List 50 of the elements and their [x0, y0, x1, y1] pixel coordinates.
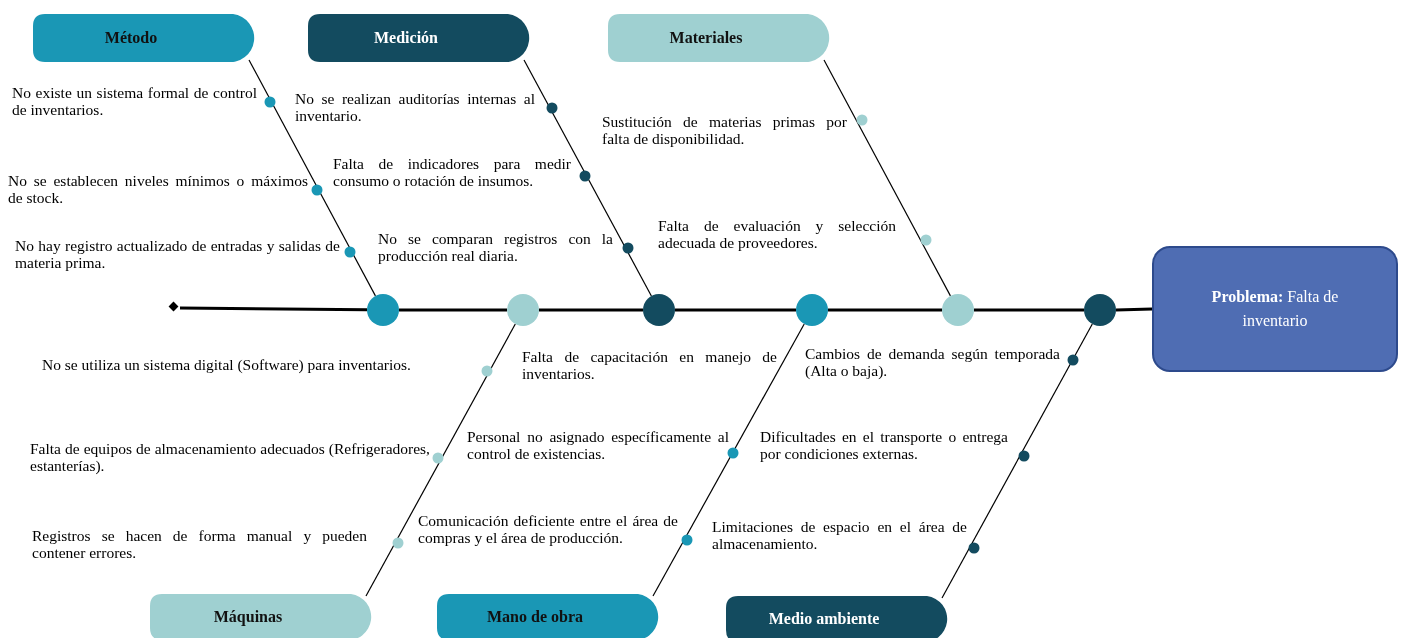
- cause-text: No hay registro actualizado de entradas y salidas de materia prima.: [15, 237, 340, 271]
- spine-circle: [942, 294, 974, 326]
- cause-text: Comunicación deficiente entre el área de compras y el área de producción.: [418, 512, 678, 546]
- spine-line: [180, 306, 367, 312]
- category-title: Medición: [374, 29, 438, 47]
- cause-text: Falta de capacitación en manejo de inventarios.: [522, 348, 777, 382]
- category-tab: [608, 14, 830, 62]
- category-tab: [437, 594, 659, 638]
- category-title: Medio ambiente: [768, 610, 880, 628]
- category-title: Máquinas: [213, 608, 283, 626]
- spine-line: [675, 308, 796, 312]
- cause-text: No se realizan auditorías internas al inventario.: [295, 90, 535, 124]
- category-tab: [33, 14, 255, 62]
- spine-line: [399, 308, 507, 312]
- spine-circle: [796, 294, 828, 326]
- spine-line: [974, 308, 1084, 312]
- category-tab: [150, 594, 372, 638]
- problem-box: [1152, 246, 1398, 372]
- spine-line: [539, 308, 643, 312]
- cause-text: No existe un sistema formal de control de inventarios.: [12, 84, 257, 118]
- spine-circle: [1084, 294, 1116, 326]
- problem-text: Problema: Falta de inventario: [1210, 287, 1340, 331]
- cause-text: Personal no asignado específicamente al control de existencias.: [467, 428, 729, 462]
- cause-text: Falta de evaluación y selección adecuada de proveedores.: [658, 217, 896, 251]
- spine-circle: [643, 294, 675, 326]
- cause-text: No se establecen niveles mínimos o máximos de stock.: [8, 172, 308, 206]
- cause-text: No se comparan registros con la producción real diaria.: [378, 230, 613, 264]
- bone-line: [823, 59, 952, 297]
- bone-line: [523, 59, 652, 297]
- category-title: Método: [104, 29, 158, 47]
- category-title: Materiales: [669, 29, 743, 47]
- bone-line: [365, 323, 516, 597]
- spine-circle: [507, 294, 539, 326]
- category-tab: [726, 596, 948, 638]
- spine-line: [1115, 307, 1153, 312]
- category-tab: [308, 14, 530, 62]
- cause-text: No se utiliza un sistema digital (Software) para inventarios.: [42, 356, 412, 373]
- spine-circle: [367, 294, 399, 326]
- bone-line: [941, 323, 1093, 599]
- cause-text: Cambios de demanda según temporada (Alta o baja).: [805, 345, 1060, 379]
- category-title: Mano de obra: [487, 608, 583, 626]
- cause-text: Falta de indicadores para medir consumo o rotación de insumos.: [333, 155, 571, 189]
- cause-text: Sustitución de materias primas por falta de disponibilidad.: [602, 113, 847, 147]
- cause-text: Registros se hacen de forma manual y pueden contener errores.: [32, 527, 367, 561]
- cause-text: Limitaciones de espacio en el área de almacenamiento.: [712, 518, 967, 552]
- bone-line: [248, 59, 377, 297]
- spine-line: [828, 308, 942, 312]
- bone-line: [652, 323, 805, 597]
- cause-text: Falta de equipos de almacenamiento adecuados (Refrigeradores, estanterías).: [30, 440, 430, 474]
- cause-text: Dificultades en el transporte o entrega por condiciones externas.: [760, 428, 1008, 462]
